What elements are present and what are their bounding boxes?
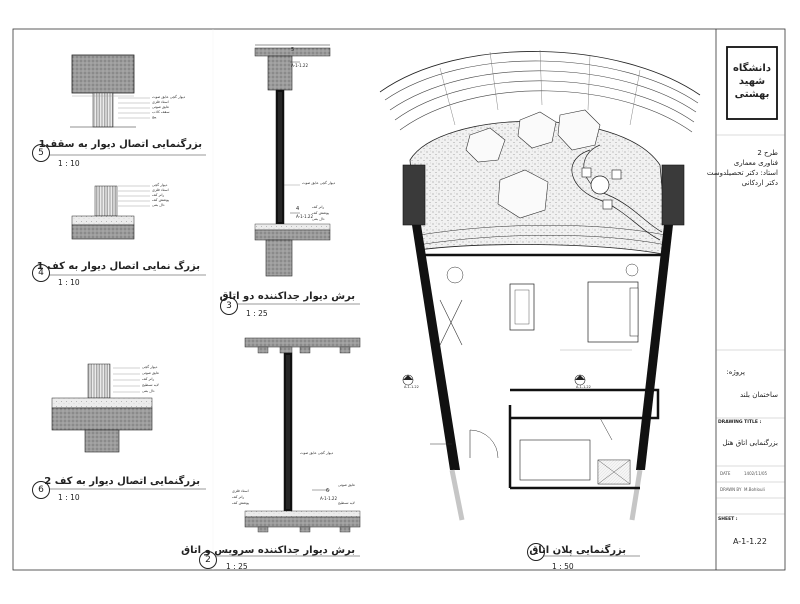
- note-wall-6: دیوار گچی: [142, 365, 158, 369]
- detail-4-number: 4: [32, 264, 50, 282]
- course-line-3: استاد: دکتر تحصیلدوست: [706, 169, 778, 177]
- course-line-4: دکتر اردکانی: [741, 179, 778, 187]
- note-wall-2: دیوار گچی عایق صوت: [300, 451, 334, 455]
- detail-1-number: 1: [527, 543, 545, 561]
- detail-2-drawing: [244, 337, 361, 533]
- callout-5-ref: A-1-1.22: [291, 63, 308, 68]
- note-slab-3: دال بتنی: [312, 217, 325, 221]
- plan-callout-b-number: 3: [578, 376, 581, 381]
- drawn-by-value: M.Bohlouli: [744, 487, 765, 492]
- note-insul-2: عایق صوتی: [338, 483, 356, 487]
- note-slab-6: دال بتنی: [142, 389, 155, 393]
- note-floor-4: پوشش کف: [152, 198, 170, 202]
- drawing-title: بزرگنمایی اتاق هتل: [722, 439, 778, 447]
- title-underlines: [34, 154, 640, 557]
- note-stud-2: استاد فلزی: [232, 489, 249, 493]
- note-stud-5: استاد فلزی: [152, 100, 169, 104]
- callout-6-number: 6: [326, 488, 330, 494]
- note-stud-4: استاد فلزی: [152, 188, 169, 192]
- note-runner-3: رانر کف: [312, 205, 325, 209]
- detail-3-drawing: [254, 44, 331, 277]
- detail-4-drawing: [71, 185, 150, 240]
- project-label: پروژه:: [726, 368, 745, 376]
- plan-callout-a-ref: A-1-1.22: [404, 385, 419, 389]
- detail-1-title: بزرگنمایی پلان اتاق: [529, 545, 626, 556]
- detail-3-scale: 1 : 25: [246, 309, 268, 318]
- drawing-title-label: DRAWING TITLE :: [718, 420, 762, 425]
- detail-6-title: بزرگنمایی اتصال دیوار به کف 2: [44, 476, 200, 487]
- note-insul-6: عایق صوتی: [142, 371, 160, 375]
- drawn-by-label: DRAWN BY: [720, 487, 742, 492]
- detail-2-scale: 1 : 25: [226, 562, 248, 571]
- note-screw-5: پیچ: [152, 115, 157, 119]
- note-wall-4: دیوار گچی: [152, 183, 168, 187]
- detail-6-drawing: [51, 363, 153, 453]
- detail-4-scale: 1 : 10: [58, 278, 80, 287]
- course-line-1: طرح 2: [757, 149, 778, 157]
- detail-6-number: 6: [32, 481, 50, 499]
- note-floor-3: پوشش کف: [312, 211, 330, 215]
- callout-4-number: 4: [296, 206, 300, 212]
- detail-3-title: برش دیوار جداکننده دو اتاق: [219, 291, 355, 302]
- note-slab-4: دال بتنی: [152, 203, 165, 207]
- titleblock-lines: [716, 46, 785, 515]
- detail-5-number: 5: [32, 144, 50, 162]
- note-wall-5: دیوار گچی عایق صوت: [152, 95, 186, 99]
- note-runner-2: رانر کف: [232, 495, 245, 499]
- detail-4-title: بزرگ نمایی اتصال دیوار به کف 1: [36, 261, 200, 272]
- date-label: DATE: [720, 471, 731, 476]
- note-floor-2: پوشش کف: [232, 501, 250, 505]
- sheet-number: A-1-1.22: [733, 537, 767, 546]
- detail-3-number: 3: [220, 297, 238, 315]
- university-logo: دانشگاه شهید بهشتی: [733, 63, 771, 100]
- sheet-label: SHEET :: [718, 517, 738, 522]
- course-line-2: فناوری معماری: [733, 159, 778, 167]
- callout-6-ref: A-1-1.22: [320, 496, 337, 501]
- detail-5-drawing: [70, 54, 150, 128]
- detail-5-title: بزرگنمایی اتصال دیوار به سقف1: [38, 139, 202, 150]
- note-insul-5: عایق صوتی: [152, 105, 170, 109]
- detail-1-scale: 1 : 50: [552, 562, 574, 571]
- detail-6-scale: 1 : 10: [58, 493, 80, 502]
- note-runner-4: رانر کف: [152, 193, 165, 197]
- note-finish-2: لایه تسطیح: [338, 501, 355, 505]
- callout-4-ref: A-1-1.22: [296, 214, 313, 219]
- callout-5-number: 5: [291, 47, 295, 53]
- callout-symbols: [290, 61, 586, 491]
- note-runner-6: رانر کف: [142, 377, 155, 381]
- detail-1-plan: [379, 49, 701, 521]
- detail-2-title: برش دیوار جداکننده سرویس و اتاق: [181, 545, 355, 556]
- plan-callout-b-ref: A-1-1.22: [576, 385, 591, 389]
- date-value: 1402/11/05: [744, 471, 768, 476]
- plan-callout-a-number: 2: [406, 376, 409, 381]
- project-name: ساختمان بلند: [739, 391, 778, 399]
- note-finish-6: لایه تسطیح: [142, 383, 159, 387]
- note-ceiling-5: سقف کاذب: [152, 110, 170, 114]
- detail-5-scale: 1 : 10: [58, 159, 80, 168]
- detail-2-number: 2: [199, 551, 217, 569]
- note-wall-3: دیوار گچی عایق صوت: [302, 181, 336, 185]
- sheet-border: [12, 28, 786, 571]
